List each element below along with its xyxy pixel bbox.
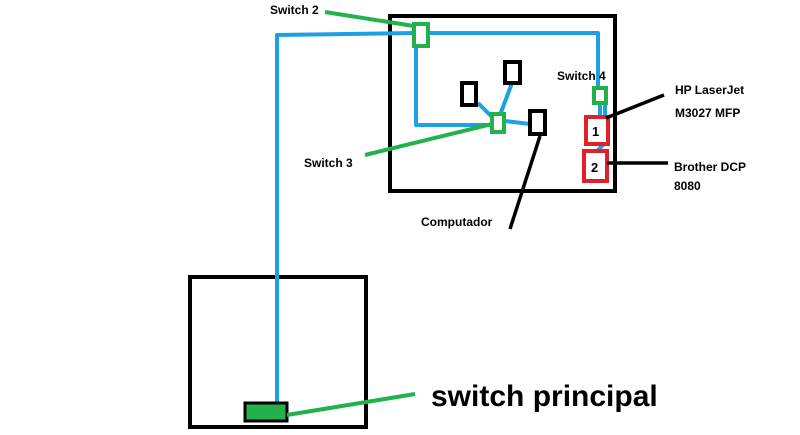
printer-1-box: [584, 115, 610, 146]
printer-2-port-label: 2: [591, 160, 598, 175]
leader-switch-principal: [286, 392, 416, 417]
cable-switch3-to-pc2: [498, 82, 514, 116]
cable-switch2-to-switch4: [428, 31, 600, 90]
switch-principal: [243, 401, 289, 423]
switch-3: [490, 112, 506, 134]
leader-printer1: [605, 93, 665, 120]
label-switch4: Switch 4: [557, 69, 606, 83]
label-printer1-line1: HP LaserJet: [675, 83, 744, 97]
label-computador: Computador: [421, 215, 493, 229]
room-upper: [388, 14, 617, 193]
label-printer2-line2: 8080: [674, 179, 701, 193]
pc-1: [460, 81, 478, 107]
label-switch3: Switch 3: [304, 156, 353, 170]
pc-2: [503, 60, 522, 85]
green-leaders: [286, 10, 493, 417]
cable-switch2-to-switch3: [414, 48, 490, 127]
cable-main-to-switch2: [275, 31, 415, 407]
printer-1-port-label: 1: [592, 124, 599, 139]
label-printer2-line1: Brother DCP: [674, 160, 746, 174]
computador-box: [528, 109, 547, 136]
printer-2-box: [582, 149, 609, 183]
label-printer1-line2: M3027 MFP: [675, 106, 740, 120]
switch-2: [412, 22, 430, 48]
cable-switch3-to-pc1: [476, 101, 494, 119]
label-switch2: Switch 2: [270, 3, 319, 17]
black-leaders: [508, 93, 668, 230]
cable-switch3-to-computador: [504, 119, 531, 126]
switch-4: [592, 86, 608, 105]
leader-computador: [508, 135, 542, 230]
leader-switch2: [324, 10, 415, 28]
leader-switch3: [364, 122, 493, 157]
label-switch-principal: switch principal: [431, 380, 658, 413]
